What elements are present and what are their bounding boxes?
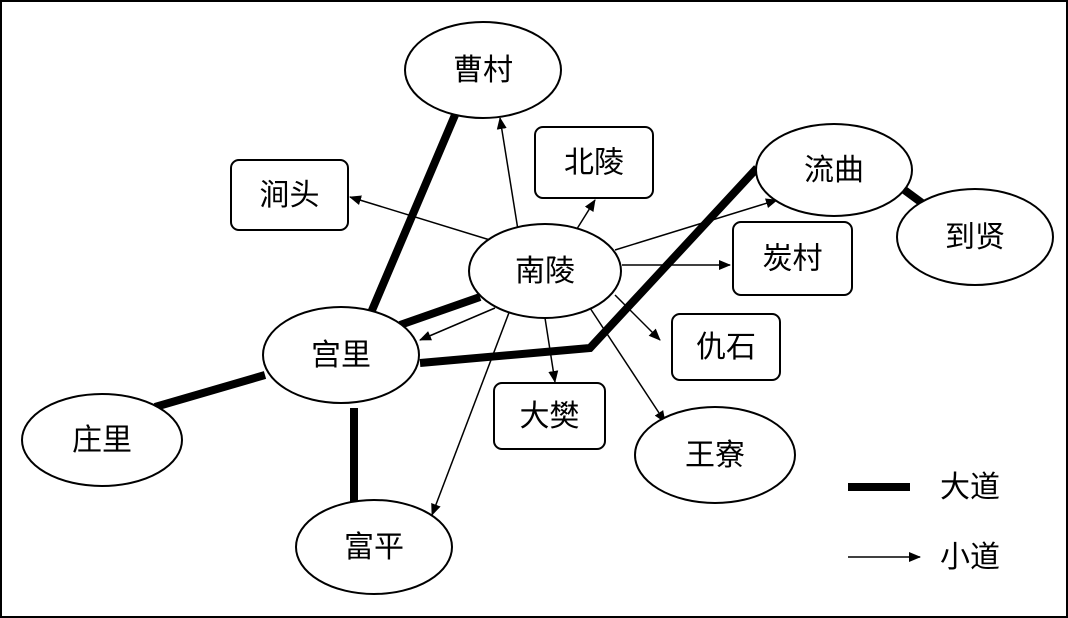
node-shape bbox=[468, 223, 622, 319]
major-road-liuqu-daoxian bbox=[900, 185, 925, 207]
minor-road-nanling-liuqu bbox=[614, 198, 778, 251]
node-zhuangli: 庄里 bbox=[21, 393, 183, 487]
node-shape bbox=[671, 313, 781, 381]
minor-road-nanling-qiushi bbox=[614, 294, 661, 341]
node-shape bbox=[534, 126, 654, 199]
node-label: 宫里 bbox=[311, 338, 371, 373]
node-shape bbox=[493, 382, 606, 450]
node-label: 曹村 bbox=[453, 53, 513, 88]
minor-road-nanling-caocun bbox=[496, 117, 519, 231]
node-shape bbox=[732, 221, 853, 296]
node-shape bbox=[295, 499, 453, 595]
node-wangliao: 王寮 bbox=[634, 406, 796, 504]
node-label: 庄里 bbox=[72, 423, 132, 458]
node-liuqu: 流曲 bbox=[755, 123, 913, 217]
legend-major-label: 大道 bbox=[940, 470, 1000, 505]
node-shape bbox=[404, 21, 562, 119]
node-daoxian: 到贤 bbox=[896, 188, 1054, 286]
major-road-gongli-liuqu bbox=[419, 165, 760, 367]
minor-road-nanling-beiling bbox=[574, 199, 596, 233]
node-label: 大樊 bbox=[520, 399, 580, 434]
minor-road-nanling-jiantou bbox=[349, 195, 491, 241]
node-label: 南陵 bbox=[515, 254, 575, 289]
node-qiushi: 仇石 bbox=[671, 313, 781, 381]
node-tancun: 炭村 bbox=[732, 221, 853, 296]
node-shape bbox=[896, 188, 1054, 286]
minor-road-nanling-gongli bbox=[419, 307, 496, 341]
node-label: 炭村 bbox=[763, 242, 823, 277]
minor-road-nanling-dafan bbox=[544, 317, 559, 383]
node-shape bbox=[21, 393, 183, 487]
node-fuping: 富平 bbox=[295, 499, 453, 595]
node-jiantou: 涧头 bbox=[230, 159, 349, 231]
node-label: 涧头 bbox=[260, 178, 320, 213]
node-shape bbox=[230, 159, 349, 231]
minor-road-nanling-fuping bbox=[431, 309, 511, 516]
legend-minor-label: 小道 bbox=[940, 540, 1000, 575]
node-gongli: 宫里 bbox=[262, 306, 420, 404]
node-label: 仇石 bbox=[696, 330, 756, 365]
node-dafan: 大樊 bbox=[493, 382, 606, 450]
node-nanling: 南陵 bbox=[468, 223, 622, 319]
node-beiling: 北陵 bbox=[534, 126, 654, 199]
node-shape bbox=[634, 406, 796, 504]
node-shape bbox=[755, 123, 913, 217]
node-label: 到贤 bbox=[945, 220, 1005, 255]
node-label: 北陵 bbox=[564, 146, 624, 181]
major-road-nanling-gongli bbox=[398, 293, 482, 329]
node-label: 流曲 bbox=[804, 153, 864, 188]
minor-road-nanling-wangliao bbox=[589, 307, 666, 423]
major-road-gongli-zhuangli bbox=[153, 371, 267, 411]
node-shape bbox=[262, 306, 420, 404]
major-road-caocun-gongli bbox=[366, 113, 459, 317]
node-label: 王寮 bbox=[685, 438, 745, 473]
node-caocun: 曹村 bbox=[404, 21, 562, 119]
node-label: 富平 bbox=[344, 530, 404, 565]
legend: 大道 小道 bbox=[848, 470, 1000, 575]
